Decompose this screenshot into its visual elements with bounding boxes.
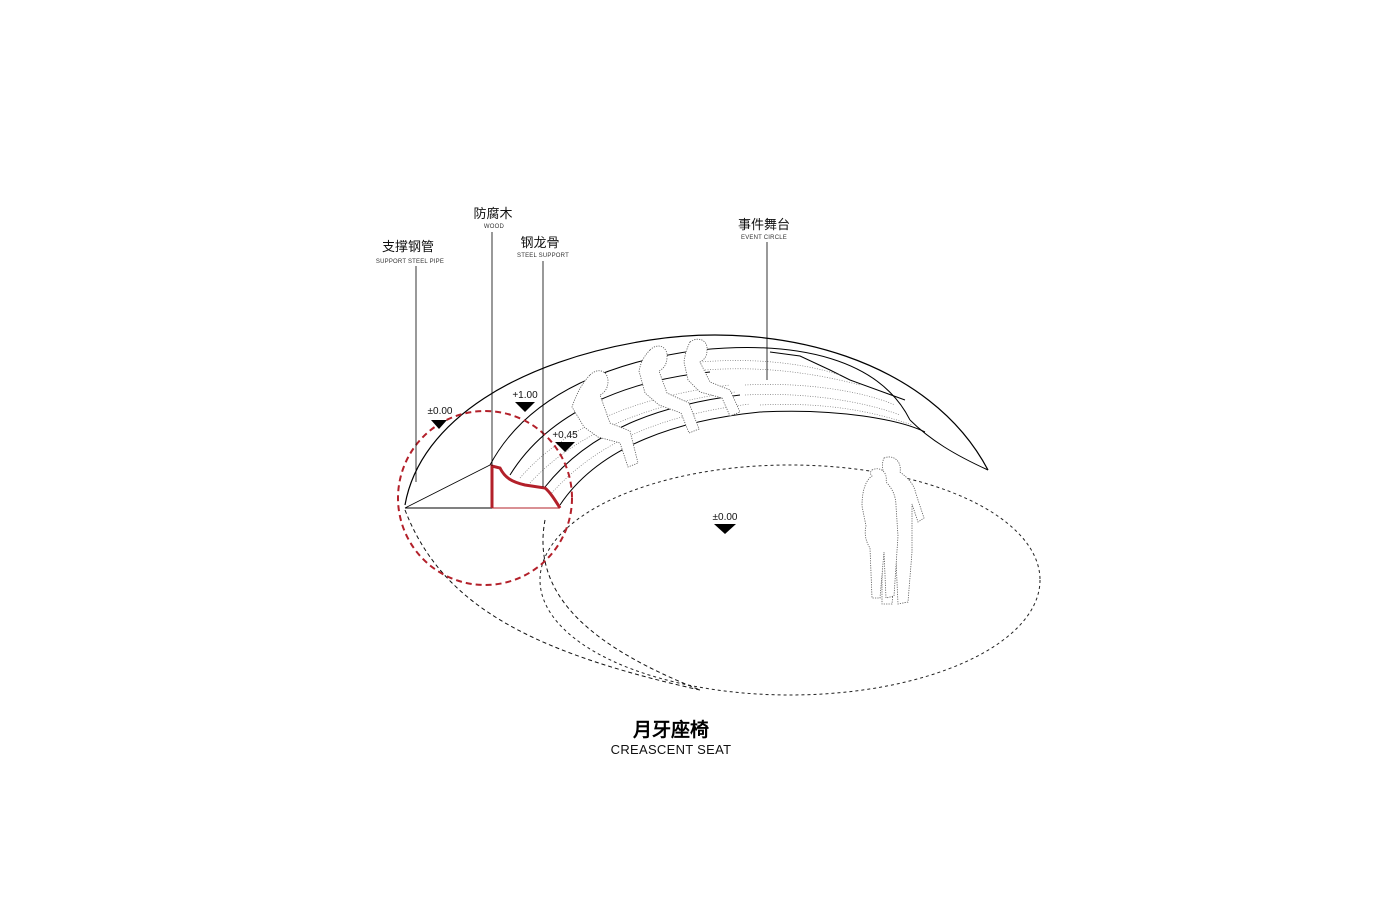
level-triangle-seat-icon	[555, 442, 575, 452]
seated-people	[571, 338, 741, 468]
label-steel-support: 钢龙骨 STEEL SUPPORT	[517, 236, 569, 259]
level-triangle-top-icon	[515, 402, 535, 412]
level-text-pipe: ±0.00	[428, 406, 453, 417]
level-marker-top: +1.00	[512, 390, 538, 412]
event-circle-cn: 事件舞台	[738, 218, 790, 233]
crescent-seat-shell	[404, 334, 989, 509]
level-text-top: +1.00	[512, 390, 538, 401]
level-marker-seat: +0.45	[552, 430, 578, 452]
level-marker-ground: ±0.00	[713, 512, 738, 534]
label-support-pipe: 支撑钢管 SUPPORT STEEL PIPE	[376, 240, 444, 265]
level-triangle-ground-icon	[714, 524, 736, 534]
seat-section-highlight	[397, 410, 573, 586]
label-event-circle: 事件舞台 EVENT CIRCLE	[738, 218, 790, 241]
steel-support-en: STEEL SUPPORT	[517, 253, 569, 259]
event-circle-en: EVENT CIRCLE	[741, 235, 787, 241]
leader-lines	[415, 232, 768, 487]
level-triangle-pipe-icon	[431, 420, 447, 429]
steel-support-cn: 钢龙骨	[520, 236, 559, 251]
level-text-ground: ±0.00	[713, 512, 738, 523]
wood-cn: 防腐木	[473, 206, 512, 222]
support-pipe-en: SUPPORT STEEL PIPE	[376, 259, 444, 265]
support-pipe-cn: 支撑钢管	[382, 240, 434, 255]
standing-people	[861, 456, 925, 605]
title-cn: 月牙座椅	[632, 718, 709, 741]
level-marker-pipe: ±0.00	[428, 406, 453, 429]
level-text-seat: +0.45	[552, 430, 578, 441]
ground-plane	[404, 464, 1041, 696]
label-wood: 防腐木 WOOD	[473, 206, 512, 230]
diagram-title: 月牙座椅 CREASCENT SEAT	[611, 718, 732, 757]
wood-en: WOOD	[484, 224, 505, 230]
title-en: CREASCENT SEAT	[611, 742, 732, 757]
